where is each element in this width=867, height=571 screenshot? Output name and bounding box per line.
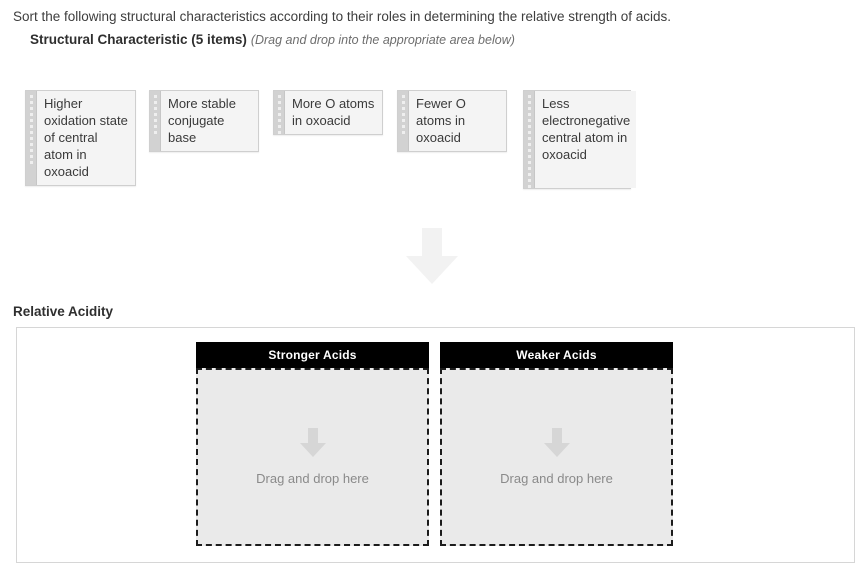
target-panel: Stronger Acids Drag and drop here Weaker…: [16, 327, 855, 563]
down-arrow-icon: [406, 228, 458, 284]
item-bank-area: Higher oxidation state of central atom i…: [25, 90, 845, 189]
draggable-item[interactable]: Fewer O atoms in oxoacid: [397, 90, 507, 152]
category-header: Stronger Acids: [196, 342, 429, 368]
drop-zone-placeholder: Drag and drop here: [256, 471, 369, 486]
down-arrow-icon: [299, 428, 326, 457]
draggable-item-label: Fewer O atoms in oxoacid: [409, 91, 506, 151]
item-bank-title: Structural Characteristic (5 items): [30, 32, 247, 47]
draggable-item-label: Higher oxidation state of central atom i…: [37, 91, 135, 185]
category-column-weaker-acids: Weaker Acids Drag and drop here: [440, 342, 673, 546]
drop-zone-weaker-acids[interactable]: Drag and drop here: [440, 368, 673, 546]
category-column-stronger-acids: Stronger Acids Drag and drop here: [196, 342, 429, 546]
drag-handle-icon[interactable]: [26, 91, 37, 185]
drop-zone-stronger-acids[interactable]: Drag and drop here: [196, 368, 429, 546]
target-area-title: Relative Acidity: [13, 304, 114, 319]
item-bank-header: Structural Characteristic (5 items)(Drag…: [30, 31, 515, 49]
draggable-item[interactable]: More stable conjugate base: [149, 90, 259, 152]
instruction-text: Sort the following structural characteri…: [13, 9, 672, 24]
draggable-item-label: More O atoms in oxoacid: [285, 91, 382, 134]
draggable-item-label: More stable conjugate base: [161, 91, 258, 151]
drag-handle-icon[interactable]: [274, 91, 285, 134]
draggable-item[interactable]: Higher oxidation state of central atom i…: [25, 90, 136, 186]
drag-handle-icon[interactable]: [398, 91, 409, 151]
drop-zone-placeholder: Drag and drop here: [500, 471, 613, 486]
draggable-item-label: Less electronegative central atom in oxo…: [535, 91, 637, 188]
down-arrow-icon: [543, 428, 570, 457]
category-header: Weaker Acids: [440, 342, 673, 368]
drag-handle-icon[interactable]: [150, 91, 161, 151]
draggable-item[interactable]: Less electronegative central atom in oxo…: [523, 90, 637, 189]
draggable-item[interactable]: More O atoms in oxoacid: [273, 90, 383, 135]
drag-handle-icon[interactable]: [524, 91, 535, 188]
item-bank-hint: (Drag and drop into the appropriate area…: [250, 33, 515, 47]
